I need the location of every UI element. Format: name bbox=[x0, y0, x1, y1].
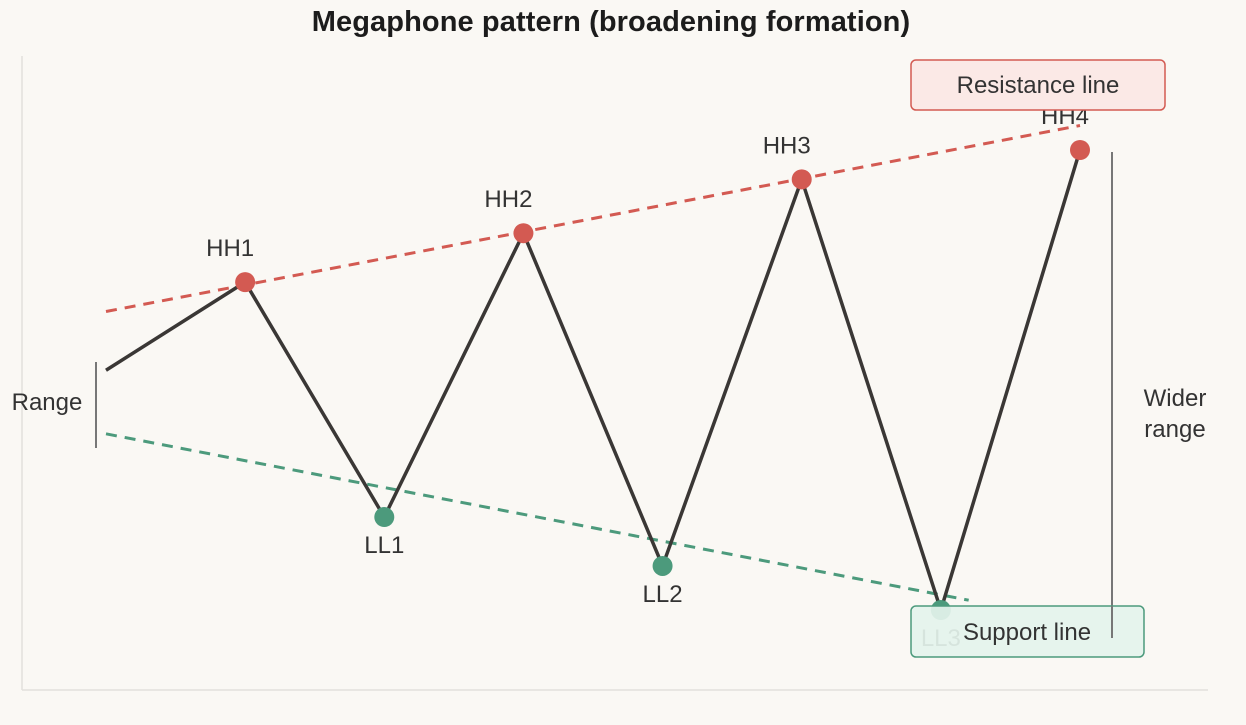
pivot-ll1-marker bbox=[374, 507, 395, 528]
support-line bbox=[105, 432, 969, 602]
support-line-box-label: Support line bbox=[963, 619, 1091, 646]
price-path bbox=[105, 149, 1082, 616]
price-line bbox=[105, 149, 1082, 616]
pivot-hh3-marker bbox=[791, 169, 812, 190]
pivot-hh4-marker bbox=[1070, 140, 1090, 160]
pivot-hh2-marker bbox=[513, 223, 534, 244]
left-range-label: Range bbox=[12, 389, 83, 416]
axes bbox=[21, 56, 1208, 691]
right-range-label-line2: range bbox=[1144, 416, 1205, 443]
chart-title: Megaphone pattern (broadening formation) bbox=[311, 6, 911, 38]
pivot-hh1-label: HH1 bbox=[206, 235, 254, 262]
pivot-ll1-label: LL1 bbox=[364, 532, 404, 559]
resistance-line bbox=[105, 124, 1081, 313]
pivot-labels: HH1LL1HH2LL2HH3LL3HH4RangeWiderrange bbox=[12, 103, 1207, 652]
resistance-line-box bbox=[910, 59, 1166, 111]
pivot-ll2-marker bbox=[652, 555, 673, 576]
pivot-hh3-label: HH3 bbox=[763, 132, 811, 159]
right-range-label-line1: Wider bbox=[1144, 385, 1207, 412]
pivot-hh1-marker bbox=[235, 272, 256, 293]
pivot-hh2-label: HH2 bbox=[484, 186, 532, 213]
resistance-line-box-label: Resistance line bbox=[957, 72, 1120, 99]
trendlines bbox=[105, 124, 1081, 602]
support-line-box bbox=[910, 605, 1145, 658]
range-brackets bbox=[95, 152, 1113, 638]
pivot-ll2-label: LL2 bbox=[643, 581, 683, 608]
